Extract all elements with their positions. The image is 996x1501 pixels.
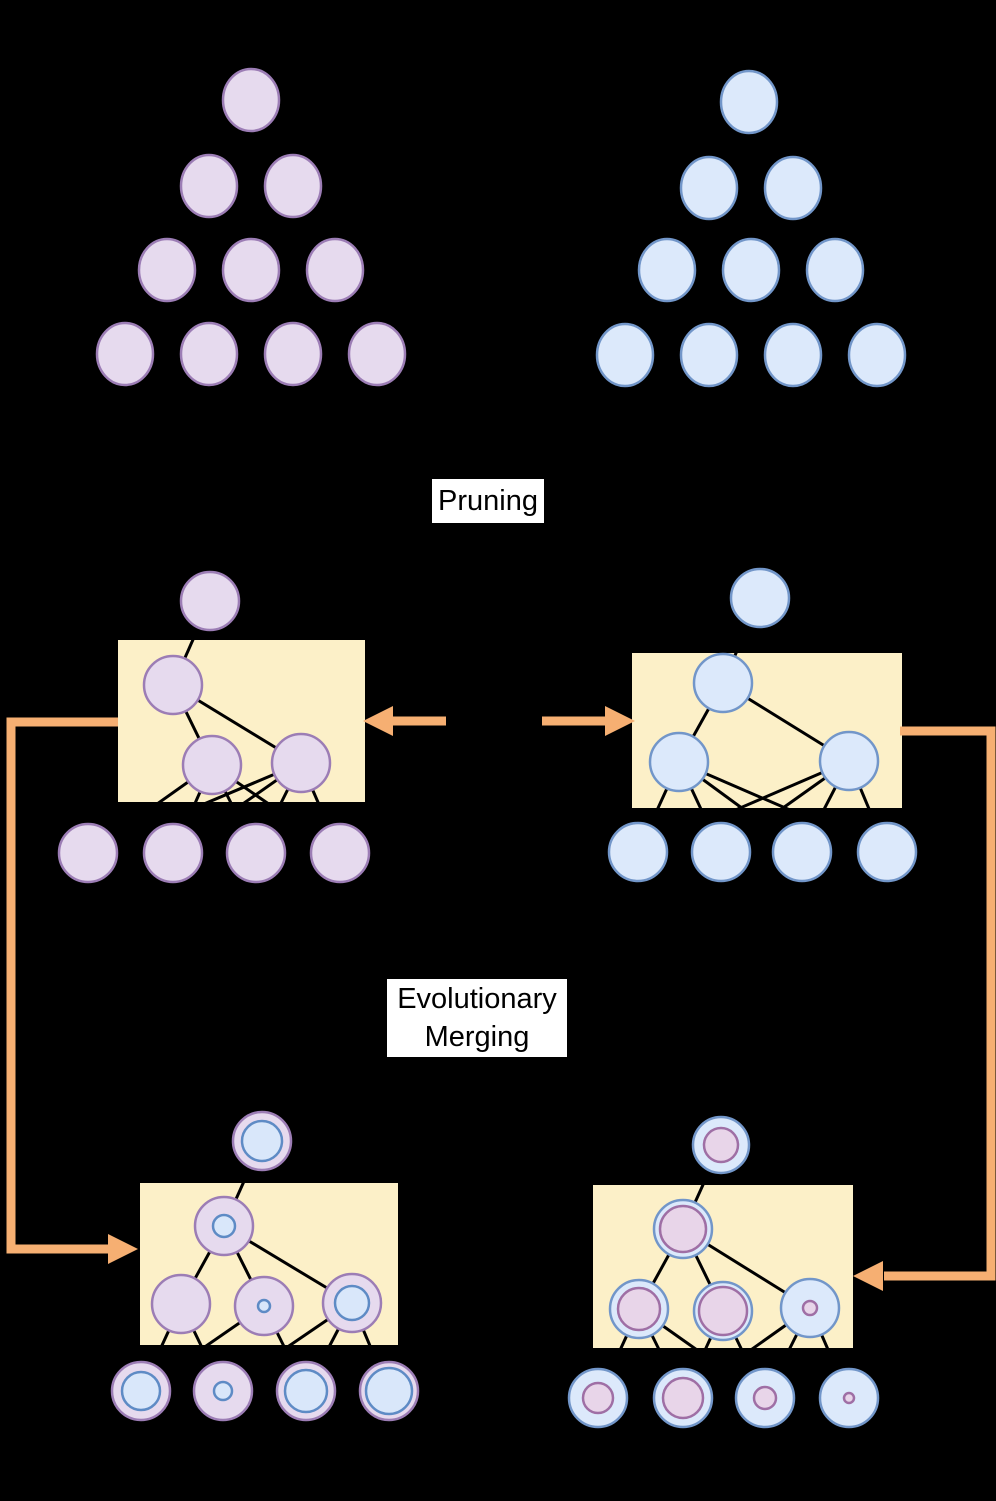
model-b-pyramid-node <box>805 237 865 303</box>
merged-model-right-node-inner <box>581 1381 615 1415</box>
model-b-pyramid-node <box>763 155 823 221</box>
pruned-model-a-node <box>225 822 287 884</box>
merged-model-left-node-inner <box>212 1380 234 1402</box>
pruned-model-b-edge <box>637 759 850 854</box>
connector-pruned-b-to-merged-right-line <box>884 726 996 1281</box>
merged-model-right-node-inner <box>842 1391 856 1405</box>
pruned-model-a-node <box>309 822 371 884</box>
model-a-pyramid-node <box>221 237 281 303</box>
model-a-pyramid-node <box>179 321 239 387</box>
pruned-model-a-node <box>270 732 332 794</box>
merged-model-right-node-inner <box>702 1126 740 1164</box>
merged-model-left-node-inner <box>283 1368 329 1414</box>
model-a-pyramid-node <box>179 153 239 219</box>
model-b-pyramid-node <box>763 322 823 388</box>
merged-model-left-node-inner <box>256 1298 272 1314</box>
pruned-model-a-node <box>142 654 204 716</box>
connector-pruned-a-to-merged-left-line <box>6 717 118 1254</box>
evolutionary-merging-label: Evolutionary Merging <box>387 979 567 1057</box>
model-a-pyramid-node <box>263 153 323 219</box>
model-b-pyramid-node <box>679 155 739 221</box>
model-a-pyramid-node <box>263 321 323 387</box>
pruned-model-b-node <box>648 731 710 793</box>
merged-model-left-node-inner <box>364 1366 414 1416</box>
merged-model-right-node-inner <box>661 1376 705 1420</box>
connector-pruned-a-to-merged-left-arrowhead-icon <box>108 1234 138 1264</box>
merged-model-right-node-inner <box>752 1385 778 1411</box>
pruned-model-b-node <box>856 821 918 883</box>
model-b-pyramid-node <box>595 322 655 388</box>
arrow-into-pruned-a-arrowhead-icon <box>363 706 393 736</box>
merged-model-left-node-inner <box>120 1370 162 1412</box>
pruned-model-b-node <box>692 652 754 714</box>
pruned-model-a-node <box>142 822 204 884</box>
pruned-model-b-node <box>729 567 791 629</box>
model-a-pyramid-node <box>347 321 407 387</box>
model-a-pyramid-node <box>95 321 155 387</box>
merged-model-right-node-inner <box>697 1285 749 1337</box>
merged-model-left-node-inner <box>211 1213 237 1239</box>
pruned-model-b-node <box>771 821 833 883</box>
model-b-pyramid-node <box>847 322 907 388</box>
merged-model-left-node <box>150 1273 212 1335</box>
pruned-model-b-node <box>607 821 669 883</box>
model-a-pyramid-node <box>137 237 197 303</box>
merging-label-line2: Merging <box>424 1021 530 1053</box>
pruned-model-a-node <box>181 734 243 796</box>
model-b-pyramid-node <box>719 69 779 135</box>
model-b-pyramid-node <box>679 322 739 388</box>
pruned-model-b-node <box>818 730 880 792</box>
pruned-model-a-edge <box>87 761 302 855</box>
model-b-pyramid-node <box>721 237 781 303</box>
pruned-model-a-node <box>57 822 119 884</box>
merged-model-right-node-inner <box>801 1299 819 1317</box>
connector-pruned-b-to-merged-right-arrowhead-icon <box>853 1261 883 1291</box>
merged-model-left-node-inner <box>333 1284 371 1322</box>
model-b-pyramid-node <box>637 237 697 303</box>
merged-model-right-node-inner <box>616 1286 662 1332</box>
pruned-model-a-node <box>179 570 241 632</box>
model-a-pyramid-node <box>221 67 281 133</box>
model-a-pyramid-node <box>305 237 365 303</box>
merged-model-left-node-inner <box>240 1119 284 1163</box>
merging-label-line1: Evolutionary <box>397 983 557 1015</box>
pruning-label: Pruning <box>432 479 544 523</box>
pruned-model-b-node <box>690 821 752 883</box>
merged-model-right-node-inner <box>658 1204 708 1254</box>
arrow-into-pruned-b-arrowhead-icon <box>605 706 635 736</box>
